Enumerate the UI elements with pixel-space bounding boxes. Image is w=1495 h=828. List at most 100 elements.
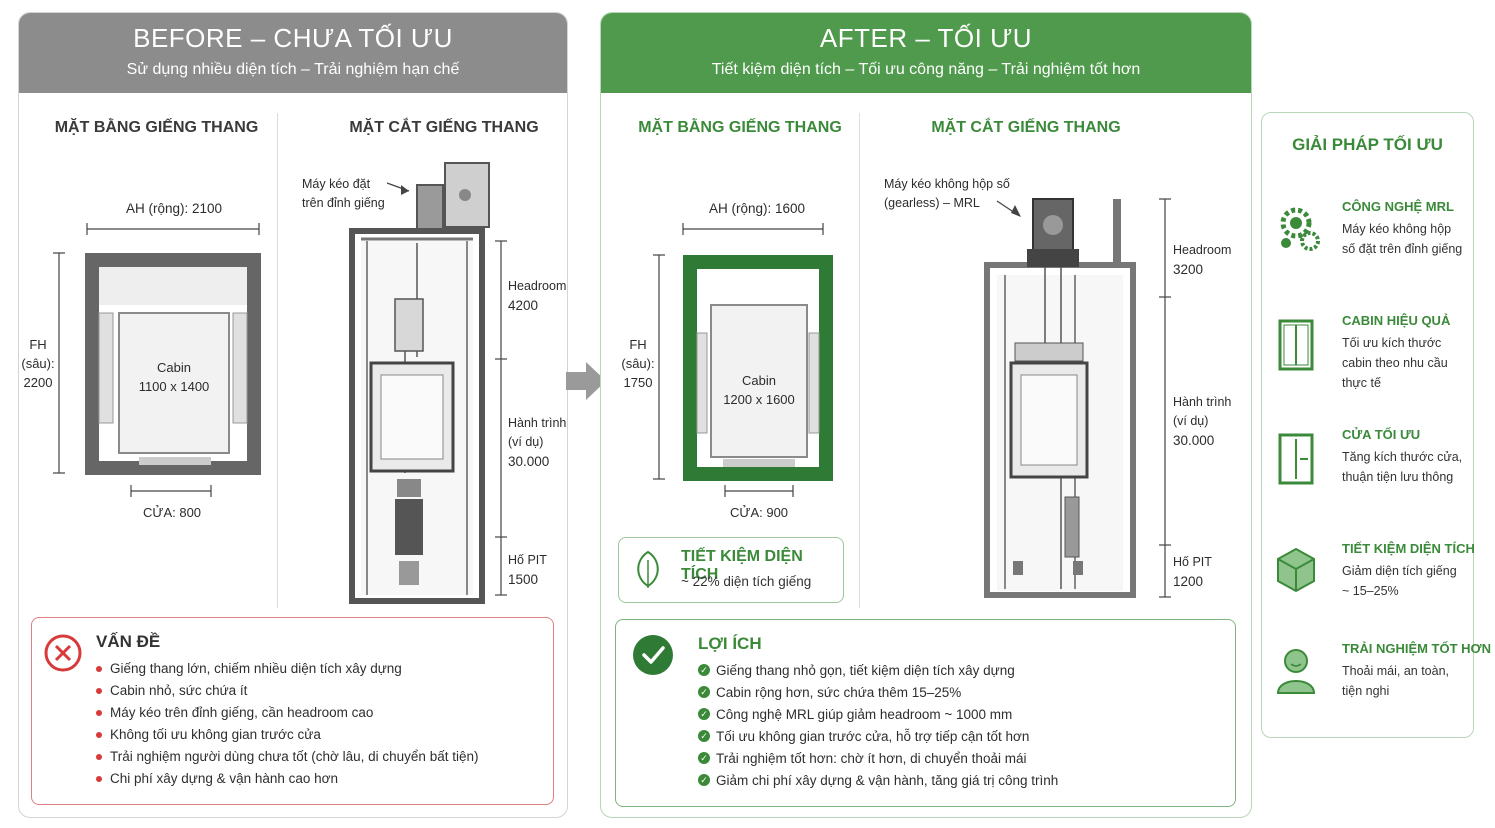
before-plan-title: MẶT BẰNG GIẾNG THANG [54,119,259,136]
after-travel-label: Hành trình [1173,395,1232,409]
solution-desc: Thoải mái, an toàn, tiện nghi [1342,664,1450,698]
after-divider [859,113,860,608]
saving-box: TIẾT KIỆM DIỆN TÍCH ~ 22% diện tích giến… [618,537,844,603]
before-panel: BEFORE – CHƯA TỐI ƯU Sử dụng nhiều diện … [18,12,568,818]
before-fh-line2: (sâu): [21,356,55,371]
before-travel-label: Hành trình [508,416,567,430]
after-travel: Hành trình (ví dụ) 30.000 [1173,393,1243,450]
leaf-icon [637,550,659,588]
before-plan-shaft [85,253,261,475]
problem-item: Chi phí xây dựng & vận hành cao hơn [96,768,546,790]
before-fh-line1: FH [29,337,47,352]
before-travel-note: (ví dụ) [508,435,544,449]
person-icon [1276,649,1316,694]
benefit-list: Giếng thang nhỏ gọn, tiết kiệm diện tích… [698,660,1228,792]
before-ah-label: AH (rộng): 2100 [125,201,223,216]
after-travel-note: (ví dụ) [1173,414,1209,428]
check-circle-icon [633,635,673,675]
before-travel-value: 30.000 [508,454,550,469]
before-headroom-label: Headroom [508,279,567,293]
problem-item: Máy kéo trên đỉnh giếng, cần headroom ca… [96,702,546,724]
before-headroom: Headroom 4200 [508,277,567,315]
before-machine-line1: Máy kéo đặt [302,177,371,191]
problem-box: VẤN ĐỀ Giếng thang lớn, chiếm nhiều diện… [31,617,554,805]
before-subtitle: Sử dụng nhiều diện tích – Trải nghiệm hạ… [126,61,460,78]
after-travel-value: 30.000 [1173,433,1215,448]
solution-desc: Giảm diện tích giếng ~ 15–25% [1342,564,1457,598]
before-machine-line2: trên đỉnh giếng [302,196,385,210]
solution-title: CÔNG NGHỆ MRL [1342,199,1454,214]
solution-title: TIẾT KIỆM DIỆN TÍCH [1342,541,1475,556]
after-fh-line1: FH [629,337,647,352]
after-cabin-label: Cabin 1200 x 1600 [713,371,805,409]
after-title: AFTER – TỐI ƯU [819,23,1033,53]
solution-title: CABIN HIỆU QUẢ [1342,313,1451,328]
before-divider [277,113,278,608]
door-icon [1278,433,1314,485]
after-drawings [653,198,1171,598]
after-machine-line1: Máy kéo không hộp số [884,177,1010,191]
before-section-title: MẶT CẮT GIẾNG THANG [349,119,539,136]
solution-item: CÔNG NGHỆ MRL Máy kéo không hộp số đặt t… [1262,199,1473,289]
before-title: BEFORE – CHƯA TỐI ƯU [133,23,453,53]
before-section-shaft [349,162,490,604]
solution-title: CỬA TỐI ƯU [1342,427,1421,442]
problem-list: Giếng thang lớn, chiếm nhiều diện tích x… [96,658,546,790]
after-pit-label: Hố PIT [1173,555,1212,569]
before-travel: Hành trình (ví dụ) 30.000 [508,414,567,471]
after-machine-note: Máy kéo không hộp số (gearless) – MRL [884,175,1024,213]
before-door-label: CỬA: 800 [142,505,202,520]
benefit-item: Trải nghiệm tốt hơn: chờ ít hơn, di chuy… [698,748,1228,770]
after-ah-label: AH (rộng): 1600 [708,201,806,216]
before-drawings [53,162,507,604]
benefit-box: LỢI ÍCH Giếng thang nhỏ gọn, tiết kiệm d… [615,619,1236,807]
after-plan-shaft [683,255,833,481]
before-cabin-line2: 1100 x 1400 [138,379,210,394]
after-section-title: MẶT CẮT GIẾNG THANG [931,119,1121,136]
benefit-item: Giếng thang nhỏ gọn, tiết kiệm diện tích… [698,660,1228,682]
after-door-label: CỬA: 900 [729,505,789,520]
after-pit: Hố PIT 1200 [1173,553,1243,591]
benefit-item: Cabin rộng hơn, sức chứa thêm 15–25% [698,682,1228,704]
after-cabin-line1: Cabin [742,373,776,388]
solution-desc: Tăng kích thước cửa, thuận tiện lưu thôn… [1342,450,1463,484]
benefit-item: Công nghệ MRL giúp giảm headroom ~ 1000 … [698,704,1228,726]
solution-item: TIẾT KIỆM DIỆN TÍCH Giảm diện tích giếng… [1262,541,1475,631]
problem-item: Giếng thang lớn, chiếm nhiều diện tích x… [96,658,546,680]
after-fh-line3: 1750 [623,375,653,390]
benefit-title: LỢI ÍCH [698,634,762,653]
problem-title: VẤN ĐỀ [96,632,161,651]
gears-icon [1280,207,1320,251]
after-fh-line2: (sâu): [621,356,655,371]
saving-title: TIẾT KIỆM DIỆN TÍCH [681,548,803,583]
before-headroom-value: 4200 [508,298,539,313]
before-cabin-line1: Cabin [157,360,191,375]
before-pit-label: Hố PIT [508,553,547,567]
cabin-door-icon [1278,319,1314,371]
after-headroom-value: 3200 [1173,262,1204,277]
after-machine-line2: (gearless) – MRL [884,196,980,210]
solution-item: TRẢI NGHIỆM TỐT HƠN Thoải mái, an toàn, … [1262,641,1491,731]
after-plan-title: MẶT BẰNG GIẾNG THANG [638,119,842,136]
problem-item: Cabin nhỏ, sức chứa ít [96,680,546,702]
after-cabin-line2: 1200 x 1600 [723,392,795,407]
solution-desc: Máy kéo không hộp số đặt trên đỉnh giếng [1342,222,1463,256]
before-pit-value: 1500 [508,572,539,587]
after-headroom: Headroom 3200 [1173,241,1243,279]
solution-desc: Tối ưu kích thước cabin theo nhu cầu thự… [1342,336,1448,390]
after-pit-value: 1200 [1173,574,1204,589]
problem-item: Không tối ưu không gian trước cửa [96,724,546,746]
before-fh-label: FH (sâu): 2200 [19,335,57,392]
solution-item: CABIN HIỆU QUẢ Tối ưu kích thước cabin t… [1262,313,1473,403]
solution-title: TRẢI NGHIỆM TỐT HƠN [1342,641,1492,656]
saving-value: ~ 22% diện tích giếng [681,574,812,589]
after-panel: AFTER – TỐI ƯU Tiết kiệm diện tích – Tối… [600,12,1252,818]
solution-item: CỬA TỐI ƯU Tăng kích thước cửa, thuận ti… [1262,427,1473,517]
benefit-item: Giảm chi phí xây dựng & vận hành, tăng g… [698,770,1228,792]
after-fh-label: FH (sâu): 1750 [617,335,659,392]
before-header: BEFORE – CHƯA TỐI ƯU Sử dụng nhiều diện … [19,13,567,93]
before-machine-note: Máy kéo đặt trên đỉnh giếng [302,175,402,213]
solutions-title: GIẢI PHÁP TỐI ƯU [1292,135,1443,154]
after-header: AFTER – TỐI ƯU Tiết kiệm diện tích – Tối… [601,13,1251,93]
